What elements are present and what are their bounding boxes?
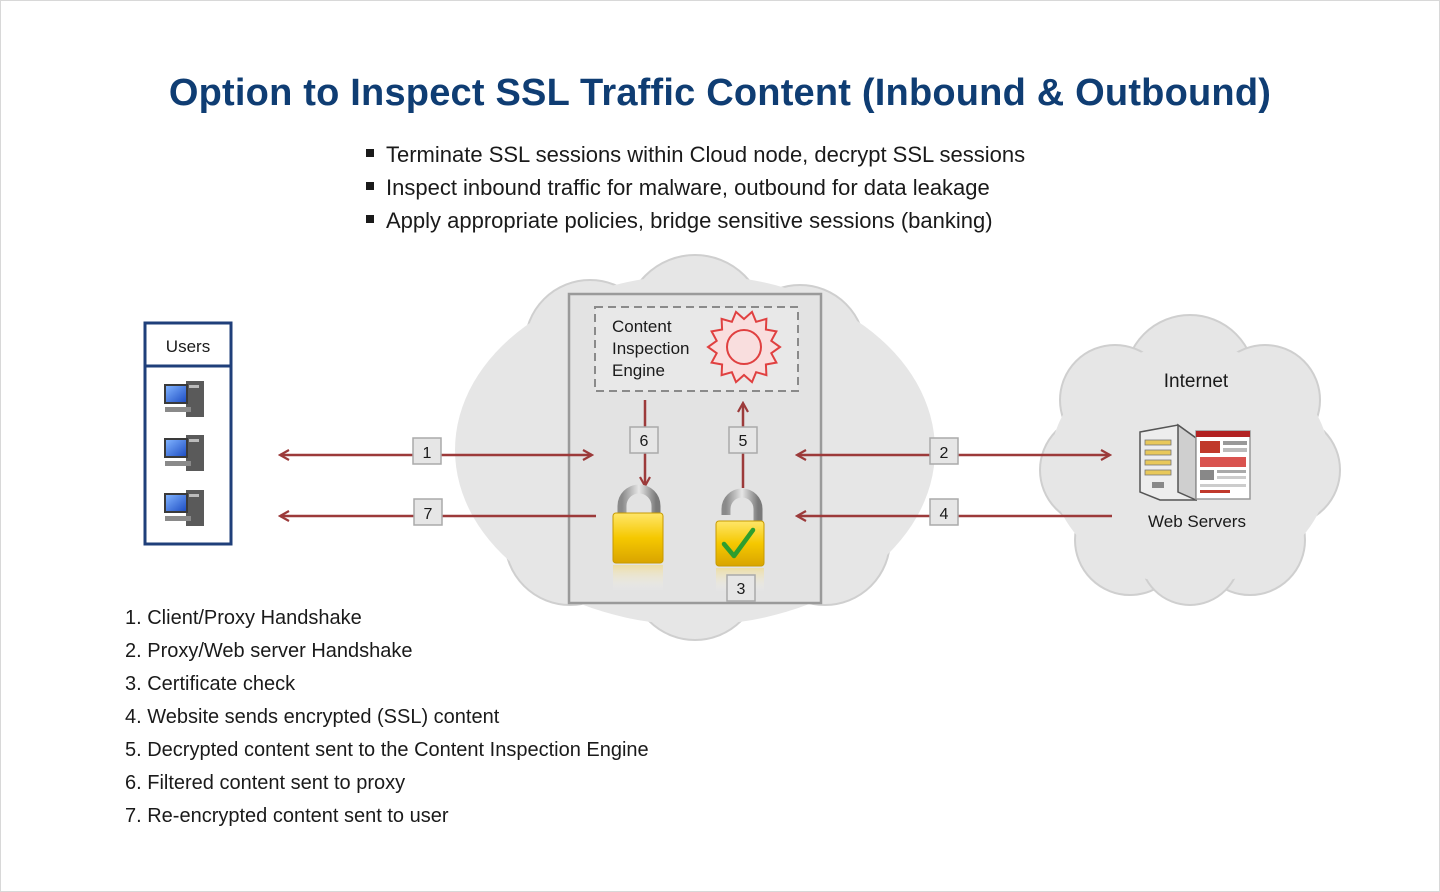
step-item: 4. Website sends encrypted (SSL) content bbox=[125, 706, 500, 728]
gear-icon bbox=[706, 310, 782, 384]
bullet-item: Apply appropriate policies, bridge sensi… bbox=[366, 204, 1025, 237]
engine-label-line2: Inspection bbox=[612, 339, 690, 358]
computer-icon bbox=[164, 381, 204, 417]
computer-icon bbox=[164, 490, 204, 526]
step-item: 5. Decrypted content sent to the Content… bbox=[125, 739, 649, 761]
badge-6: 6 bbox=[640, 433, 649, 450]
step-item: 6. Filtered content sent to proxy bbox=[125, 772, 406, 794]
step-item: 2. Proxy/Web server Handshake bbox=[125, 640, 413, 662]
badge-2: 2 bbox=[940, 445, 949, 462]
page-title: Option to Inspect SSL Traffic Content (I… bbox=[168, 72, 1272, 114]
computer-icon bbox=[164, 435, 204, 471]
step-badges: 1 2 4 7 6 5 bbox=[412, 426, 959, 526]
badge-1: 1 bbox=[423, 445, 432, 462]
locked-padlock-icon bbox=[612, 484, 664, 591]
engine-label-line3: Engine bbox=[612, 361, 665, 380]
web-servers-label: Web Servers bbox=[1148, 512, 1246, 531]
bullet-item: Inspect inbound traffic for malware, out… bbox=[366, 171, 1025, 204]
badge-7: 7 bbox=[424, 506, 433, 523]
badge-5: 5 bbox=[739, 433, 748, 450]
check-icon bbox=[721, 527, 756, 559]
bullet-item: Terminate SSL sessions within Cloud node… bbox=[366, 138, 1025, 171]
step-item: 7. Re-encrypted content sent to user bbox=[125, 805, 449, 827]
badge-3: 3 bbox=[737, 581, 746, 598]
bullet-list: Terminate SSL sessions within Cloud node… bbox=[366, 138, 1025, 237]
internet-label: Internet bbox=[1164, 371, 1229, 392]
engine-label-line1: Content bbox=[612, 317, 672, 336]
step-list: 1. Client/Proxy Handshake 2. Proxy/Web s… bbox=[125, 602, 649, 833]
step-item: 1. Client/Proxy Handshake bbox=[125, 607, 362, 629]
server-icon bbox=[1139, 423, 1197, 502]
users-label: Users bbox=[166, 337, 210, 356]
step-item: 3. Certificate check bbox=[125, 673, 296, 695]
unlocked-padlock-check-icon bbox=[715, 488, 765, 592]
webpage-icon bbox=[1195, 430, 1251, 500]
badge-4: 4 bbox=[940, 506, 949, 523]
